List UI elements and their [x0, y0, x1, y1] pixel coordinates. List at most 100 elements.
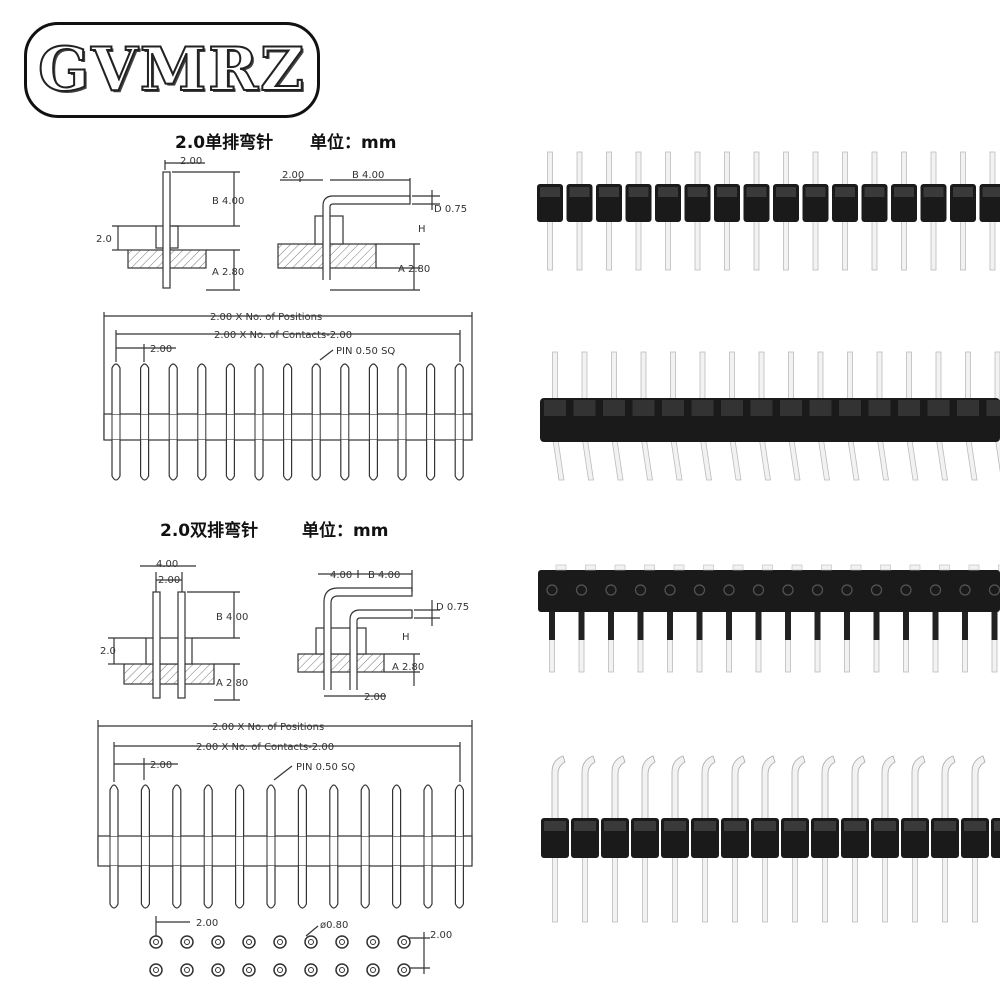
photo-pin-stub: [614, 564, 626, 571]
photo-pin-top: [640, 351, 647, 403]
photo-housing-highlight: [780, 400, 802, 416]
photo-housing-highlight: [894, 187, 914, 197]
double-front-contacts: 2.00 X No. of Contacts-2.00: [196, 742, 334, 753]
photo-pin-top: [581, 351, 588, 403]
footprint-hole-center: [184, 967, 190, 973]
double-side-a: A 2.80: [216, 678, 248, 689]
photo-pin-lower-dark: [991, 600, 998, 640]
photo-pin-top: [552, 351, 558, 403]
single-front-pin-drawing: [111, 363, 121, 481]
product-photo-single-straight: [537, 151, 1000, 271]
photo-pin-lower-dark: [608, 600, 614, 640]
single-row-title: 2.0单排弯针: [175, 133, 274, 153]
footprint-hole-center: [277, 939, 283, 945]
photo-pin-top: [965, 351, 971, 403]
footprint-hole-center: [153, 967, 159, 973]
photo-pin-top: [817, 351, 824, 403]
single-row-unit: 单位：mm: [310, 133, 397, 153]
single-side-pitch: 2.00: [180, 156, 202, 167]
double-ra-d: D 0.75: [436, 602, 469, 613]
photo-housing-highlight: [599, 187, 619, 197]
photo-pin-bent: [611, 755, 626, 821]
photo-pin-lower: [762, 849, 768, 923]
photo-pin-stub: [909, 564, 921, 571]
footprint-hole-center: [246, 939, 252, 945]
photo-pin-top: [788, 351, 794, 403]
photo-housing-highlight: [864, 187, 885, 197]
double-side-base: 2.0: [100, 646, 116, 657]
photo-pin-bent: [818, 439, 830, 481]
photo-housing-highlight: [574, 821, 596, 831]
photo-pin-socket: [782, 584, 794, 596]
footprint-hole-center: [215, 939, 221, 945]
photo-pin-bent: [731, 755, 746, 821]
photo-housing-highlight: [632, 400, 655, 416]
photo-housing-highlight: [904, 821, 926, 831]
single-front-pin-drawing: [311, 363, 321, 481]
double-front-pin-drawing: [454, 784, 464, 909]
single-front-contacts: 2.00 X No. of Contacts-2.00: [214, 330, 352, 341]
photo-pin-top: [847, 351, 853, 403]
double-side-view: [108, 565, 240, 701]
brand-logo-text: GVMRZ: [37, 34, 306, 106]
footprint-view: [149, 916, 430, 977]
photo-pin-bent: [551, 755, 566, 821]
single-front-pin-drawing: [197, 363, 207, 481]
single-front-view: [103, 312, 473, 481]
single-ra-a: A 2.80: [398, 264, 430, 275]
photo-pin-socket: [723, 584, 735, 596]
photo-pin-stub: [821, 564, 832, 571]
single-front-pin-drawing: [140, 363, 150, 481]
photo-pin-bent: [788, 439, 801, 481]
photo-pin-lower: [912, 849, 918, 923]
photo-pin-lower: [942, 849, 948, 923]
single-front-pin-drawing: [168, 363, 178, 481]
single-front-pin: PIN 0.50 SQ: [336, 346, 395, 357]
photo-pin-lower-dark: [696, 600, 703, 640]
photo-pin-lower-dark: [844, 600, 850, 640]
photo-pin-bent: [965, 439, 978, 481]
double-front-pitch: 2.00: [150, 760, 172, 771]
photo-pin-bent: [761, 755, 776, 821]
photo-pin-lower: [702, 849, 708, 923]
photo-housing-highlight: [687, 187, 708, 197]
photo-pin-socket: [870, 584, 883, 596]
photo-housing-highlight: [664, 821, 686, 831]
photo-pin-lower-dark: [578, 600, 585, 640]
photo-housing-highlight: [805, 187, 826, 197]
double-front-positions: 2.00 X No. of Positions: [212, 722, 324, 733]
single-front-pin-drawing: [340, 363, 350, 481]
photo-pin-socket: [752, 584, 765, 596]
photo-pin-socket: [693, 584, 706, 596]
photo-housing-highlight: [724, 821, 746, 831]
photo-pin-lower: [672, 849, 678, 923]
footprint-hole: ø0.80: [320, 920, 348, 931]
photo-housing-highlight: [603, 400, 625, 416]
double-ra-h: H: [402, 632, 410, 643]
photo-housing-highlight: [784, 821, 806, 831]
photo-pin-top: [670, 351, 676, 403]
single-side-a: A 2.80: [212, 267, 244, 278]
photo-pin-bent: [759, 439, 771, 481]
photo-housing-highlight: [964, 821, 986, 831]
photo-pin-bent: [729, 439, 742, 481]
photo-pin-lower-dark: [755, 600, 762, 640]
double-side-pitch: 2.00: [158, 575, 180, 586]
single-front-pin-drawing: [283, 363, 293, 481]
photo-pin-bent: [611, 439, 624, 481]
double-front-pin-drawing: [266, 784, 276, 909]
double-row-unit: 单位：mm: [302, 521, 389, 541]
photo-pin-socket: [634, 584, 647, 596]
double-front-pin-drawing: [109, 784, 119, 909]
photo-pin-stub: [762, 564, 773, 571]
single-front-pitch: 2.00: [150, 344, 172, 355]
photo-pin-lower-dark: [549, 600, 555, 640]
photo-pin-bent: [670, 439, 683, 481]
photo-pin-bent: [851, 755, 866, 821]
photo-housing-highlight: [986, 400, 1000, 416]
photo-pin-lower-dark: [667, 600, 673, 640]
footprint-hole-center: [308, 939, 314, 945]
single-ra-b: B 4.00: [352, 170, 384, 181]
photo-housing-highlight: [874, 821, 896, 831]
photo-pin-socket: [664, 584, 676, 596]
